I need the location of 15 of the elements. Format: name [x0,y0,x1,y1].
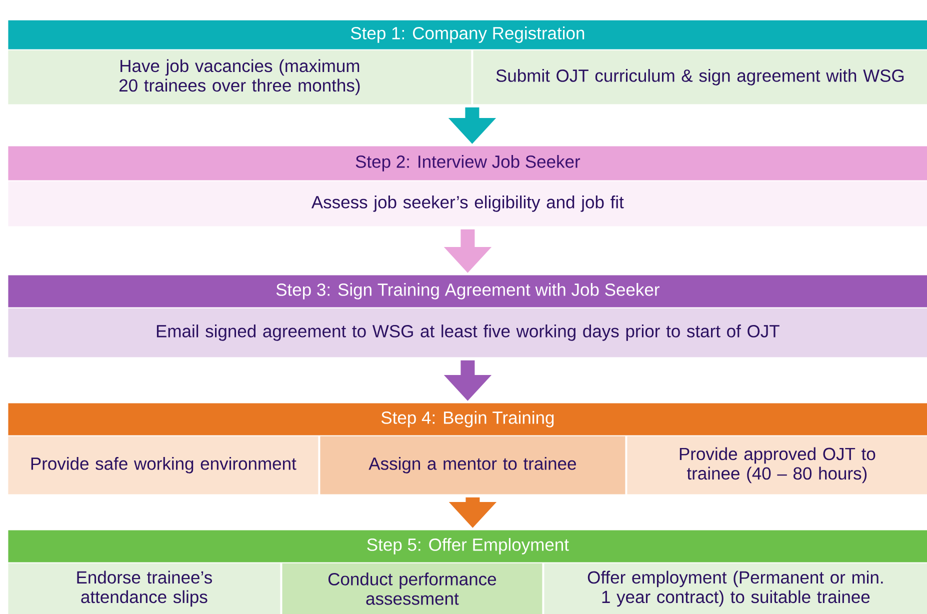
task-box: Offer employment (Permanent or min. 1 year contract) to suitable trainee [544,563,927,614]
task-box: Conduct performance assessment [282,563,542,614]
task-box: Endorse trainee’s attendance slips [8,563,280,614]
task-box: Assess job seeker’s eligibility and job fit [8,181,927,226]
step-header: Step 2: Interview Job Seeker [8,146,927,180]
task-box: Submit OJT curriculum & sign agreement with WSG [473,50,927,104]
task-box: Have job vacancies (maximum 20 trainees over three months) [8,50,472,104]
task-box: Provide safe working environment [8,436,318,494]
step-header: Step 1: Company Registration [8,20,927,50]
step-header: Step 5: Offer Employment [8,530,927,562]
task-box: Assign a mentor to trainee [320,436,626,494]
task-box: Provide approved OJT to trainee (40 – 80 hours) [627,436,927,494]
step-header: Step 4: Begin Training [8,403,927,436]
step-header: Step 3: Sign Training Agreement with Job Seeker [8,275,927,308]
task-box: Email signed agreement to WSG at least five working days prior to start of OJT [8,308,927,358]
